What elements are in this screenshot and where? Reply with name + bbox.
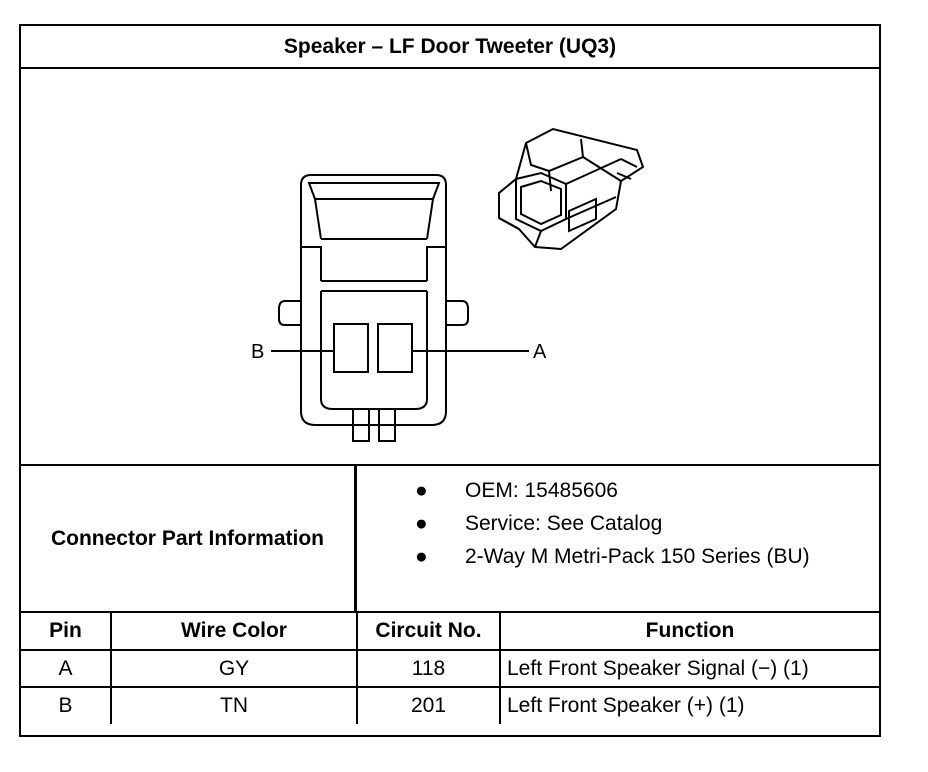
connector-3d-view — [498, 127, 645, 251]
pin-table-header: Pin Wire Color Circuit No. Function — [21, 613, 879, 651]
sheet-title: Speaker – LF Door Tweeter (UQ3) — [21, 26, 879, 69]
pin-table: Pin Wire Color Circuit No. Function A GY… — [21, 613, 879, 724]
header-wire-color: Wire Color — [110, 613, 358, 651]
cell-function: Left Front Speaker (+) (1) — [499, 686, 879, 724]
cell-function: Left Front Speaker Signal (−) (1) — [499, 649, 879, 688]
header-pin: Pin — [21, 613, 112, 651]
connector-info-label: Connector Part Information — [21, 466, 357, 611]
connector-part-info: Connector Part Information ● OEM: 154856… — [21, 464, 879, 613]
table-row: A GY 118 Left Front Speaker Signal (−) (… — [21, 649, 879, 688]
connector-illustration: B A — [251, 127, 645, 442]
table-row: B TN 201 Left Front Speaker (+) (1) — [21, 686, 879, 724]
header-circuit-no: Circuit No. — [356, 613, 501, 651]
cell-circuit-no: 118 — [356, 649, 501, 688]
cell-circuit-no: 201 — [356, 686, 501, 724]
bullet-icon: ● — [415, 479, 428, 502]
connector-face — [278, 174, 469, 442]
pin-label-a: A — [533, 341, 547, 363]
cell-wire-color: TN — [110, 686, 358, 724]
cell-wire-color: GY — [110, 649, 358, 688]
connector-info-list: ● OEM: 15485606 ● Service: See Catalog ●… — [357, 466, 879, 611]
connector-drawing: B A — [21, 69, 879, 464]
info-item-service: ● Service: See Catalog — [357, 509, 879, 539]
bullet-icon: ● — [415, 545, 428, 568]
cell-pin: A — [21, 649, 112, 688]
header-function: Function — [499, 613, 879, 651]
connector-sheet: Speaker – LF Door Tweeter (UQ3) — [19, 24, 881, 737]
bullet-icon: ● — [415, 512, 428, 535]
info-item-oem: ● OEM: 15485606 — [357, 476, 879, 506]
info-item-series: ● 2-Way M Metri-Pack 150 Series (BU) — [357, 542, 879, 572]
cell-pin: B — [21, 686, 112, 724]
pin-label-b: B — [251, 341, 264, 363]
